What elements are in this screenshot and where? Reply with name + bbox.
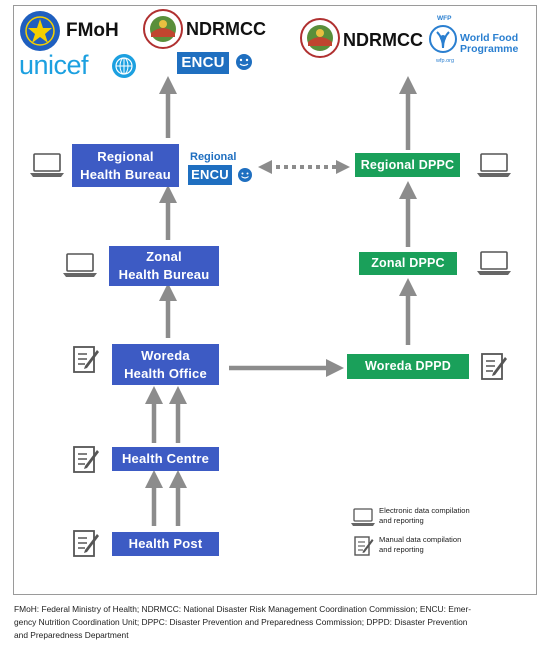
smiley-icon — [236, 54, 252, 70]
legend-electronic: Electronic data compilation and reportin… — [379, 506, 509, 526]
manual-form-icon — [73, 446, 99, 473]
ndrmcc-right-text: NDRMCC — [343, 30, 423, 50]
health-post-box: Health Post — [112, 532, 219, 556]
arrow-encu-dppc-head-left — [258, 160, 272, 174]
legend-electronic-line2: and reporting — [379, 516, 424, 525]
regional-dppc-label: Regional DPPC — [360, 157, 455, 172]
zhb-line2: Health Bureau — [118, 267, 210, 282]
manual-form-icon — [73, 530, 99, 557]
legend-manual: Manual data compilation and reporting — [379, 535, 509, 555]
woreda-dppd-label: Woreda DPPD — [364, 359, 451, 374]
laptop-icon — [477, 153, 511, 177]
regional-health-bureau-box: Regional Health Bureau — [72, 144, 179, 187]
caption-line3: and Preparedness Department — [14, 630, 129, 641]
wfp-wheat-icon — [429, 25, 457, 53]
manual-form-icon — [73, 346, 99, 373]
zhb-line1: Zonal — [146, 249, 182, 265]
arrow-encu-dppc-head-right — [336, 160, 350, 174]
laptop-icon — [63, 253, 97, 277]
regional-encu-text: ENCU — [191, 167, 229, 183]
ndrmcc-left-text: NDRMCC — [186, 19, 266, 39]
who-line2: Health Office — [124, 365, 207, 381]
smiley-icon-regional — [238, 168, 252, 182]
wfp-url-text: wfp.org — [436, 58, 455, 64]
legend-manual-icon — [354, 536, 374, 556]
health-centre-label: Health Centre — [121, 451, 210, 467]
legend-manual-line1: Manual data compilation — [379, 535, 462, 544]
rhb-line1: Regional — [97, 148, 154, 164]
globe-icon — [112, 54, 136, 78]
manual-form-icon — [481, 353, 507, 380]
woreda-dppd-box: Woreda DPPD — [347, 354, 469, 379]
encu-logo-label: ENCU — [181, 53, 225, 71]
ndrmcc-seal-icon — [143, 9, 183, 49]
encu-logo-box: ENCU — [177, 52, 229, 74]
fmoh-logo-text: FMoH — [66, 20, 119, 41]
rhb-line2: Health Bureau — [80, 166, 171, 182]
laptop-icon — [30, 153, 64, 177]
unicef-logo-text: unicef — [19, 50, 89, 80]
legend-manual-line2: and reporting — [379, 545, 424, 554]
woreda-health-office-box: Woreda Health Office — [112, 344, 219, 385]
zonal-health-bureau-box: Zonal Health Bureau — [109, 246, 219, 286]
zonal-dppc-box: Zonal DPPC — [359, 252, 457, 275]
figure-caption: FMoH: Federal Ministry of Health; NDRMCC… — [14, 603, 538, 643]
wfp-line1: World Food — [460, 32, 519, 44]
wfp-top-text: WFP — [437, 15, 452, 22]
caption-line2: gency Nutrition Coordination Unit; DPPC:… — [14, 617, 468, 628]
wfp-line2: Programme — [460, 43, 519, 55]
emblem-icon — [20, 11, 60, 51]
health-post-label: Health Post — [128, 536, 203, 552]
legend-laptop-icon — [351, 508, 375, 526]
wfp-name-text: World Food Programme — [460, 33, 518, 55]
laptop-icon — [477, 251, 511, 275]
legend-electronic-line1: Electronic data compilation — [379, 506, 470, 515]
who-line1: Woreda — [141, 347, 190, 363]
regional-encu-label: Regional — [190, 151, 237, 163]
regional-encu-box: ENCU — [188, 165, 232, 185]
diagram-frame — [13, 5, 537, 595]
health-centre-box: Health Centre — [112, 447, 219, 471]
ndrmcc-seal-icon-right — [300, 18, 340, 58]
regional-dppc-box: Regional DPPC — [355, 153, 460, 177]
caption-line1: FMoH: Federal Ministry of Health; NDRMCC… — [14, 604, 472, 614]
zonal-dppc-label: Zonal DPPC — [371, 256, 445, 271]
